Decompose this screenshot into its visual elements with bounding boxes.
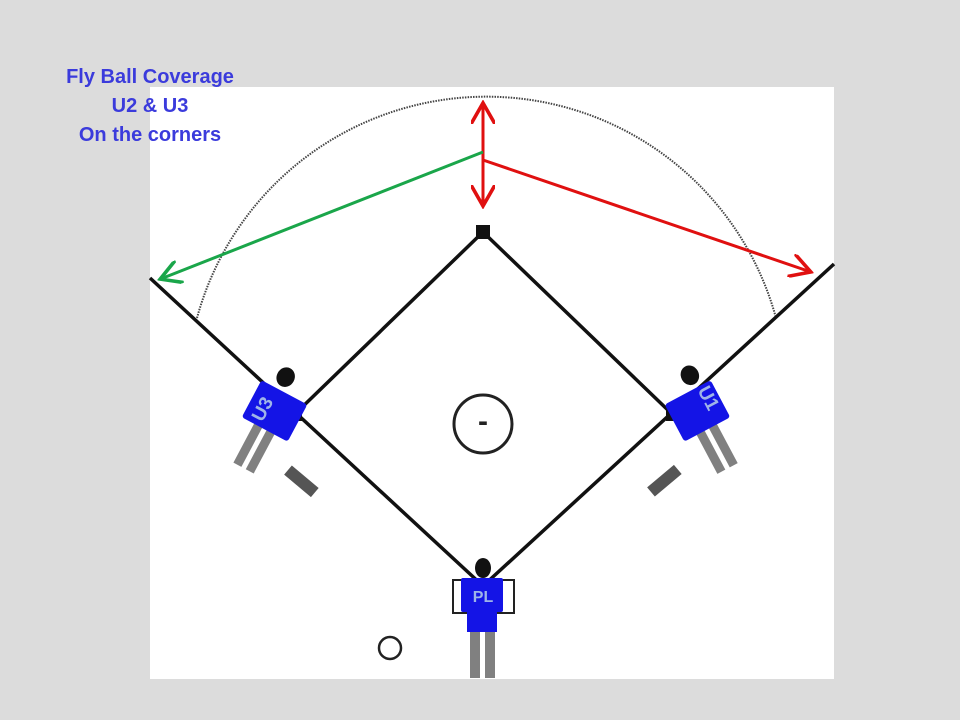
title-line-2: U2 & U3 bbox=[111, 95, 189, 117]
umpire-plate-leg-left bbox=[470, 624, 480, 678]
umpire-plate bbox=[461, 558, 503, 678]
second-base bbox=[476, 225, 490, 239]
umpire-u1-shirt bbox=[665, 381, 730, 441]
umpire-plate-torso bbox=[467, 608, 497, 632]
umpire-plate-shirt bbox=[461, 578, 503, 612]
foul-line-left bbox=[148, 276, 485, 588]
u3-coverage-arrow bbox=[163, 150, 484, 278]
umpire-u1-head bbox=[680, 365, 700, 386]
baseline-second-to-first bbox=[481, 230, 674, 416]
umpire-u3-leg-right bbox=[245, 426, 277, 474]
umpire-u3-leg-left bbox=[233, 420, 264, 467]
title-line-3: On the corners bbox=[78, 124, 222, 146]
slide-title: Fly Ball Coverage U2 & U3 On the corners bbox=[20, 63, 280, 150]
umpire-u1 bbox=[665, 365, 738, 474]
outfield-arc bbox=[196, 95, 777, 319]
umpire-u3-head bbox=[276, 367, 295, 387]
umpire-u1-shadow bbox=[647, 464, 682, 497]
umpire-u1-leg-right bbox=[707, 420, 738, 468]
umpire-u1-leg-left bbox=[694, 427, 726, 474]
umpire-u3-shirt bbox=[242, 381, 307, 441]
ball bbox=[377, 635, 403, 661]
umpire-plate-head bbox=[475, 558, 491, 578]
umpire-u3-shadow bbox=[284, 465, 319, 498]
foul-line-right bbox=[481, 262, 836, 588]
title-line-1: Fly Ball Coverage bbox=[66, 66, 234, 88]
umpire-plate-label: PL bbox=[473, 589, 494, 606]
umpire-plate-leg-right bbox=[485, 624, 495, 678]
mound-label: - bbox=[478, 405, 488, 438]
umpire-u3 bbox=[233, 367, 307, 474]
u1-coverage-arrow bbox=[482, 158, 808, 271]
baseline-third-to-second bbox=[293, 230, 485, 416]
pitchers-mound bbox=[452, 393, 514, 455]
